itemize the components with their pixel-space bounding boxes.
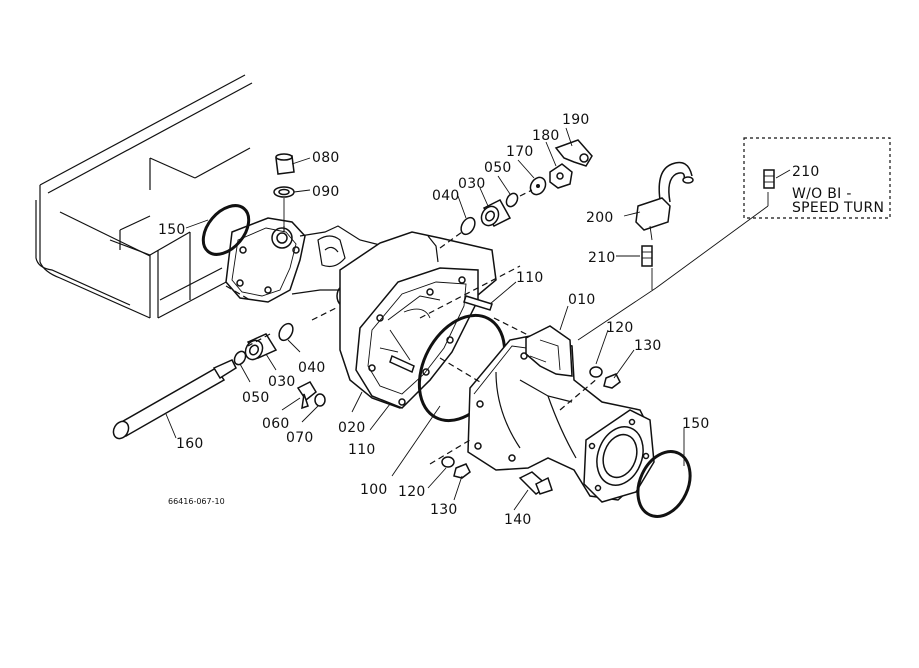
- fitting-210-mid: [641, 245, 653, 267]
- label-090: 090: [312, 184, 340, 200]
- o-ring-150-left: [201, 204, 251, 256]
- label-120-bottom: 120: [398, 484, 426, 500]
- label-210-mid: 210: [588, 250, 616, 266]
- option-box: [743, 137, 891, 219]
- note-line-2: SPEED TURN: [792, 200, 884, 216]
- label-050-top: 050: [484, 160, 512, 176]
- shaft-160: [112, 359, 237, 440]
- nuts-120-130-bottom: [441, 456, 471, 479]
- label-140: 140: [504, 512, 532, 528]
- main-case-020: [225, 217, 497, 409]
- nuts-120-130-top: [589, 366, 621, 389]
- drawing-number: 66416-067-10: [168, 497, 225, 506]
- label-130-top: 130: [634, 338, 662, 354]
- tractor-frame: [35, 74, 253, 319]
- label-040-top: 040: [432, 188, 460, 204]
- label-110-bottom: 110: [348, 442, 376, 458]
- label-080: 080: [312, 150, 340, 166]
- label-180: 180: [532, 128, 560, 144]
- label-160: 160: [176, 436, 204, 452]
- note-line-1: W/O BI -: [792, 186, 852, 202]
- pipe-200: [635, 161, 694, 241]
- label-130-bottom: 130: [430, 502, 458, 518]
- label-150-right: 150: [682, 416, 710, 432]
- label-100: 100: [360, 482, 388, 498]
- label-120-top: 120: [606, 320, 634, 336]
- label-030-top: 030: [458, 176, 486, 192]
- label-110-top: 110: [516, 270, 544, 286]
- label-190: 190: [562, 112, 590, 128]
- label-050-left: 050: [242, 390, 270, 406]
- leader-lines: [165, 127, 791, 511]
- part-labels: 080 090 150 040 030 050 170 180 190 200 …: [158, 112, 884, 528]
- bearing-stack-top: [460, 139, 593, 236]
- label-020: 020: [338, 420, 366, 436]
- label-030-left: 030: [268, 374, 296, 390]
- label-170: 170: [506, 144, 534, 160]
- bolt-140: [518, 471, 553, 495]
- fitting-210-box: [763, 169, 775, 189]
- label-060: 060: [262, 416, 290, 432]
- label-040-left: 040: [298, 360, 326, 376]
- label-200: 200: [586, 210, 614, 226]
- o-ring-150-right: [636, 450, 692, 518]
- assembly-lines: [225, 189, 599, 465]
- label-150-left: 150: [158, 222, 186, 238]
- axle-housing-010: [467, 325, 655, 503]
- label-010: 010: [568, 292, 596, 308]
- plug-080-washer-090: [273, 153, 295, 228]
- plug-060-washer-070: [296, 381, 326, 410]
- label-070: 070: [286, 430, 314, 446]
- bearing-stack-left: [233, 322, 294, 366]
- label-210-box: 210: [792, 164, 820, 180]
